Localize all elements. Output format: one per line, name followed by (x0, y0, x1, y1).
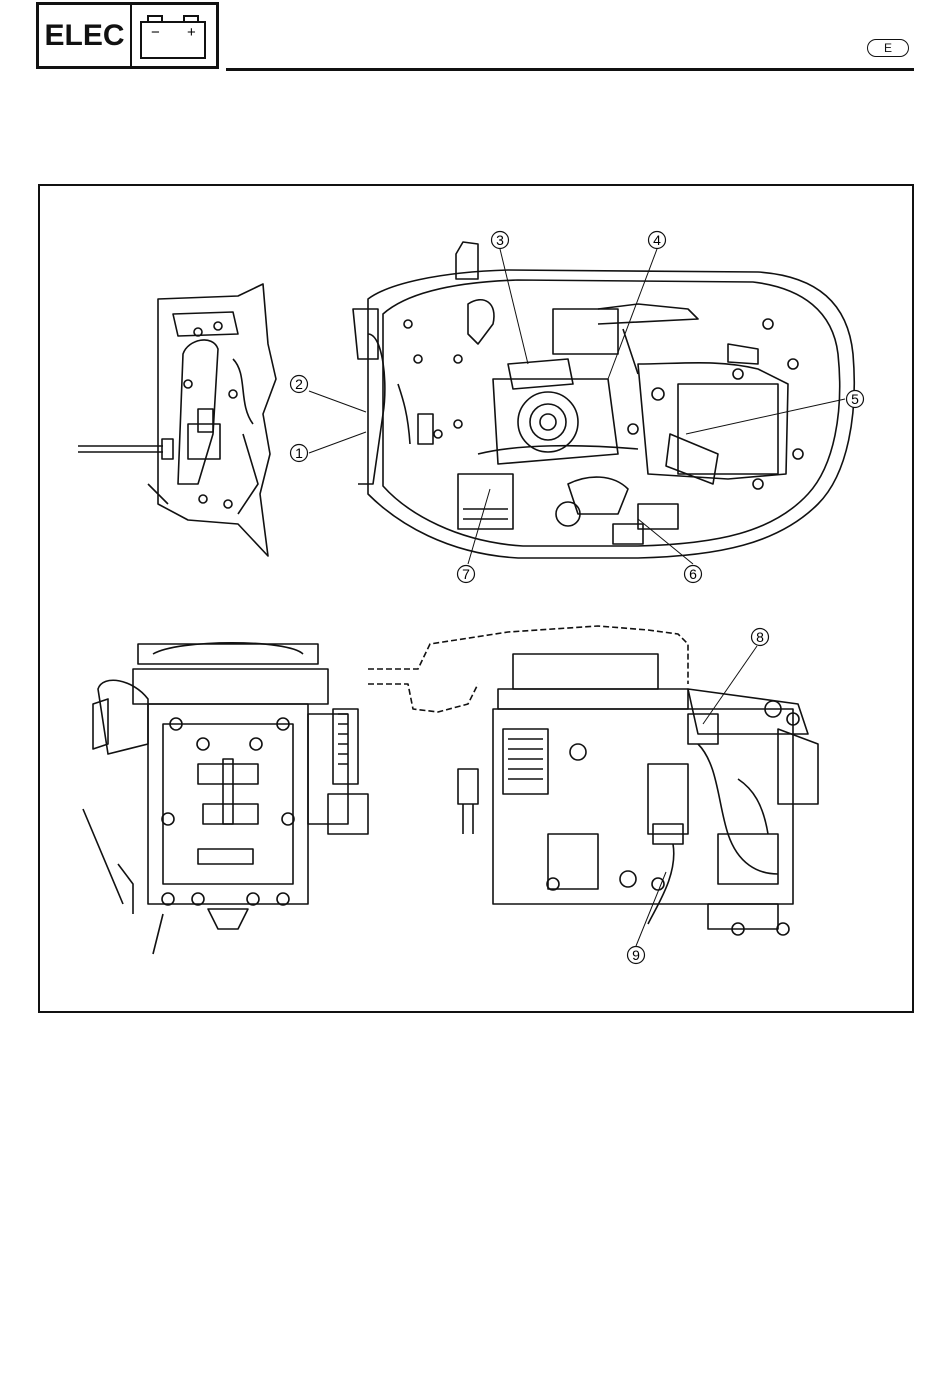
battery-icon: − + (132, 5, 216, 66)
top-down-view (353, 242, 854, 558)
engine-illustration: 1 2 3 4 5 6 7 8 (38, 184, 914, 1013)
callout-1-label: 1 (295, 445, 303, 461)
callout-8: 8 (752, 629, 769, 646)
callout-8-label: 8 (756, 629, 764, 645)
callout-2: 2 (291, 376, 308, 393)
callout-5-label: 5 (851, 391, 859, 407)
battery-plus-sign: + (187, 24, 196, 41)
callout-7-label: 7 (462, 566, 470, 582)
callout-7: 7 (458, 566, 475, 583)
section-label: ELEC (39, 5, 132, 66)
callout-9: 9 (628, 947, 645, 964)
callout-3: 3 (492, 232, 509, 249)
callout-5: 5 (847, 391, 864, 408)
callout-6: 6 (685, 566, 702, 583)
callout-3-label: 3 (496, 232, 504, 248)
side-detail-view (78, 284, 276, 556)
callout-6-label: 6 (689, 566, 697, 582)
callout-4: 4 (649, 232, 666, 249)
battery-minus-sign: − (151, 24, 160, 41)
header-rule (226, 68, 914, 71)
language-badge: E (867, 39, 909, 57)
callout-1: 1 (291, 445, 308, 462)
callout-4-label: 4 (653, 232, 661, 248)
callout-9-label: 9 (632, 947, 640, 963)
side-view (368, 626, 818, 935)
callout-2-label: 2 (295, 376, 303, 392)
front-view (83, 643, 368, 954)
section-header-box: ELEC − + (36, 2, 219, 69)
